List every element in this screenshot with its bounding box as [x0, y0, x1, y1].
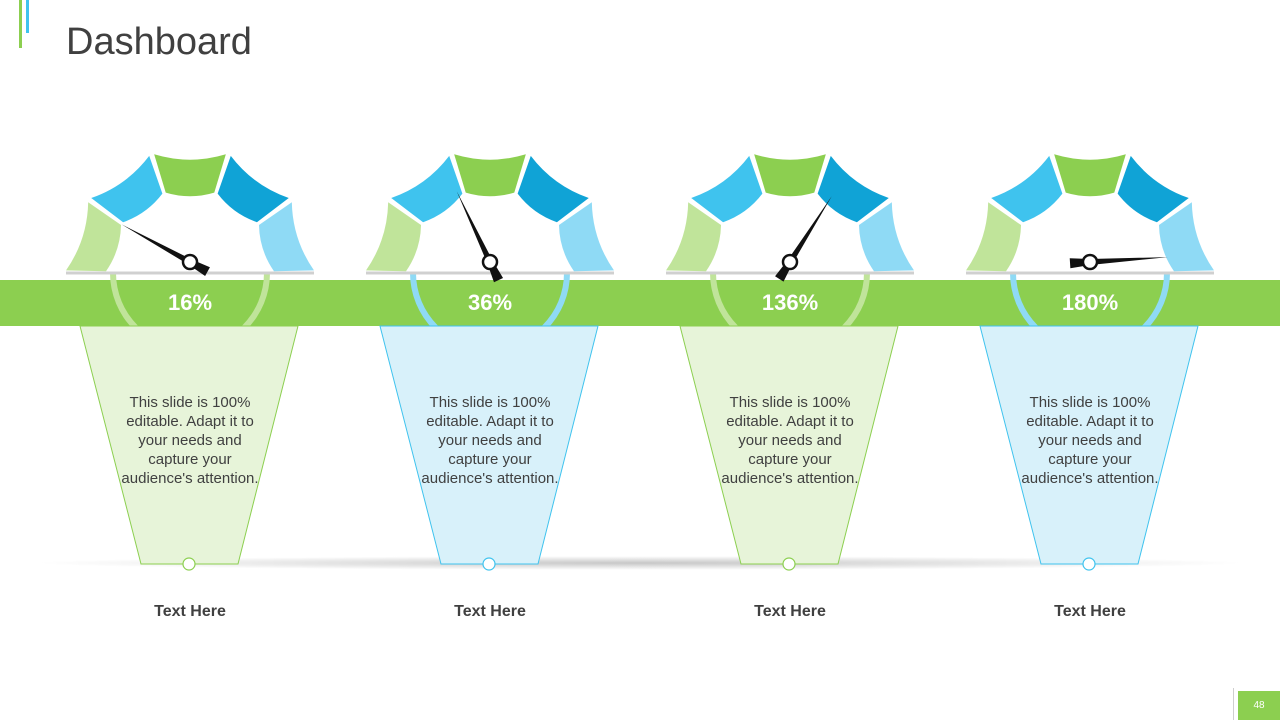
page-number: 48 — [1238, 691, 1280, 720]
gauge-meter — [666, 154, 914, 353]
funnel-dot — [482, 557, 496, 571]
gauge-needle — [121, 224, 210, 277]
gauge-segment-green — [754, 154, 826, 197]
page-number-divider — [1233, 688, 1234, 720]
gauge-segment-green — [454, 154, 526, 197]
gauge-description: This slide is 100% editable. Adapt it to… — [121, 394, 259, 487]
gauge-segment-blue — [991, 155, 1063, 223]
gauge-funnel — [79, 325, 299, 571]
gauge-segment-dark-blue — [217, 155, 289, 223]
gauge-card: 180% This slide is 100% editable. Adapt … — [940, 0, 1240, 720]
gauge-needle-hub — [781, 253, 799, 271]
funnel-dot — [782, 557, 796, 571]
gauge-segment-blue — [391, 155, 463, 223]
gauge-percent: 36% — [467, 290, 513, 315]
floor-shadow — [30, 556, 1250, 570]
gauge-meter — [966, 154, 1214, 353]
gauge-segment-light-green — [666, 202, 722, 272]
gauge-needle-hub — [1081, 253, 1099, 271]
gauge-funnel — [379, 325, 599, 571]
gauge-label: Text Here — [754, 603, 826, 620]
gauge-description: This slide is 100% editable. Adapt it to… — [721, 394, 859, 487]
gauge-percent: 180% — [1061, 290, 1119, 315]
gauge-description: This slide is 100% editable. Adapt it to… — [1021, 394, 1159, 487]
gauge-needle — [775, 196, 832, 282]
gauge-percent: 136% — [761, 290, 819, 315]
gauge-meter — [366, 154, 614, 353]
gauge-segment-green — [154, 154, 226, 197]
gauge-segment-dark-blue — [1117, 155, 1189, 223]
gauge-segment-green — [1054, 154, 1126, 197]
percent-band — [0, 280, 1280, 326]
gauge-meter — [66, 154, 314, 353]
gauge-segment-light-green — [966, 202, 1022, 272]
page-title: Dashboard — [66, 21, 252, 63]
gauge-segment-dark-blue — [817, 155, 889, 223]
gauge-segment-light-blue — [1158, 202, 1214, 272]
funnel-shape — [979, 325, 1199, 565]
gauge-label: Text Here — [1054, 603, 1126, 620]
gauge-segment-blue — [91, 155, 163, 223]
gauge-segment-light-green — [366, 202, 422, 272]
funnel-shape — [379, 325, 599, 565]
gauge-card: 36% This slide is 100% editable. Adapt i… — [340, 0, 640, 720]
gauge-card: 136% This slide is 100% editable. Adapt … — [640, 0, 940, 720]
title-accent-green-bar — [19, 0, 22, 48]
funnel-shape — [679, 325, 899, 565]
gauge-card: 16% This slide is 100% editable. Adapt i… — [40, 0, 340, 720]
funnel-shape — [79, 325, 299, 565]
gauge-funnel — [679, 325, 899, 571]
gauge-segment-light-blue — [258, 202, 314, 272]
gauge-segment-light-green — [66, 202, 122, 272]
gauge-label: Text Here — [454, 603, 526, 620]
gauge-needle — [456, 191, 504, 283]
title-accent-blue-bar — [26, 0, 29, 33]
gauge-description: This slide is 100% editable. Adapt it to… — [421, 394, 559, 487]
gauge-segment-light-blue — [858, 202, 914, 272]
gauge-segment-blue — [691, 155, 763, 223]
gauge-needle-hub — [181, 253, 199, 271]
gauge-label: Text Here — [154, 603, 226, 620]
funnel-dot — [1082, 557, 1096, 571]
funnel-dot — [182, 557, 196, 571]
gauge-segment-light-blue — [558, 202, 614, 272]
gauge-needle-hub — [481, 253, 499, 271]
gauge-segment-dark-blue — [517, 155, 589, 223]
gauge-funnel — [979, 325, 1199, 571]
gauge-percent: 16% — [167, 290, 213, 315]
